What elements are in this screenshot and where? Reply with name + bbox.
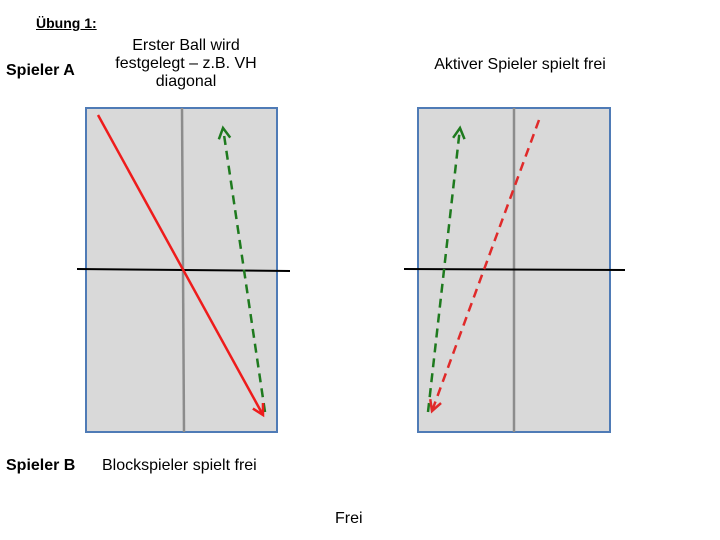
table-right — [403, 107, 626, 433]
solid-arrow-icon — [252, 402, 265, 418]
player-a-label: Spieler A — [6, 62, 75, 79]
dashed-arrow-icon — [217, 125, 232, 140]
player-b-label: Spieler B — [6, 457, 76, 474]
caption-block-player: Blockspieler spielt frei — [102, 457, 257, 474]
green-return-arrow-right — [426, 127, 462, 413]
red-return-arrow — [430, 119, 541, 412]
dashed-arrow-icon — [428, 398, 442, 414]
exercise-title: Übung 1: — [36, 15, 97, 31]
table-left — [76, 107, 291, 433]
dashed-arrow-icon — [452, 125, 466, 140]
table-right-net — [403, 268, 626, 271]
caption-active-player: Aktiver Spieler spielt frei — [434, 56, 606, 73]
footer-text: Frei — [335, 510, 363, 527]
fixed-ball-arrow — [96, 114, 265, 416]
caption-fixed-ball: Erster Ball wird festgelegt – z.B. VH di… — [115, 37, 257, 90]
green-return-arrow-left — [221, 127, 267, 413]
